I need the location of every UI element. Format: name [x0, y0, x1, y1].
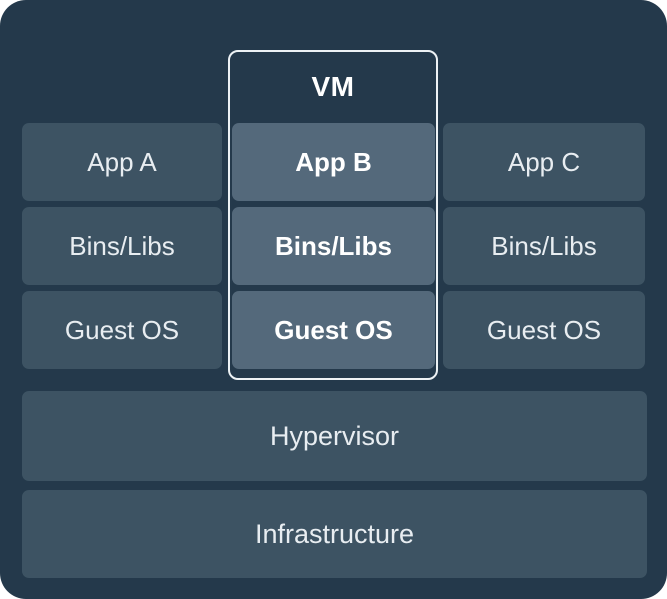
cell-bins-libs-middle: Bins/Libs [232, 207, 435, 285]
vm-label: VM [311, 71, 355, 102]
cell-guest-os-left: Guest OS [22, 291, 222, 369]
cell-bins-libs-right: Bins/Libs [443, 207, 645, 285]
cell-app-b: App B [232, 123, 435, 201]
cell-app-c: App C [443, 123, 645, 201]
layer-hypervisor: Hypervisor [22, 391, 647, 481]
cell-bins-libs-left: Bins/Libs [22, 207, 222, 285]
cell-guest-os-middle: Guest OS [232, 291, 435, 369]
layer-infrastructure: Infrastructure [22, 490, 647, 578]
cell-app-a: App A [22, 123, 222, 201]
vm-group-outline: VM [228, 50, 438, 380]
cell-guest-os-right: Guest OS [443, 291, 645, 369]
